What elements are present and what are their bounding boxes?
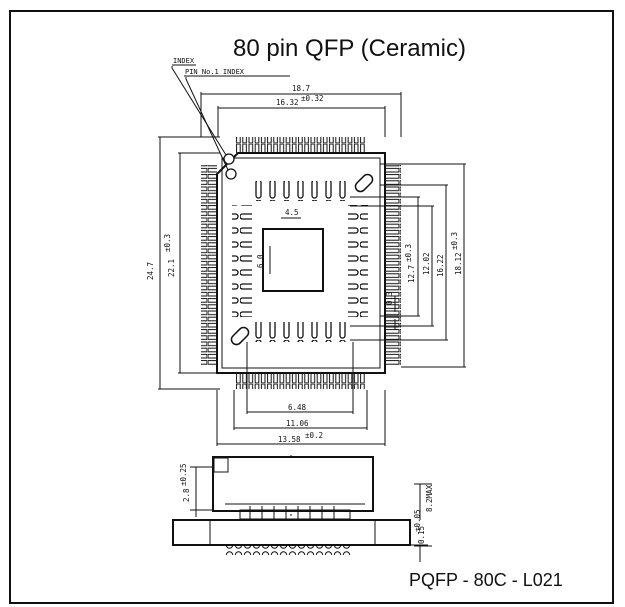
bond-fingers-bottom (255, 322, 353, 342)
corner-pad-top-right (354, 173, 374, 193)
bond-fingers-left (232, 205, 252, 317)
dim-bottom-mid: 11.06 (286, 419, 309, 428)
die-cavity (262, 228, 324, 292)
dim-right-height-tol: ±0.3 (450, 232, 459, 250)
dim-outer-height: 24.7 (146, 262, 155, 280)
index-label: INDEX (173, 57, 195, 65)
bond-fingers-top (255, 181, 353, 201)
package-inner-outline (221, 157, 381, 369)
dim-inner-row-3: 16.22 (436, 254, 445, 277)
bond-fingers-right (348, 205, 368, 317)
left-lead-row (201, 165, 217, 365)
side-lead-ticks (249, 506, 335, 519)
side-body-notch (213, 457, 229, 473)
dim-body-height: 22.1 (167, 259, 176, 277)
drawing-frame (9, 10, 614, 604)
top-lead-row (235, 137, 366, 153)
index-mark-icon (223, 153, 235, 165)
dim-lead-pitch: 0.3 (385, 291, 394, 305)
dim-body-width: 16.32 (276, 98, 299, 107)
package-top-view (201, 137, 401, 389)
package-side-view (172, 456, 411, 555)
dim-inner-row-1: 12.7 (407, 265, 416, 283)
dim-right-height: 18.12 (454, 252, 463, 275)
dim-die-height: 6.0 (256, 254, 265, 268)
dim-inner-row-2: 12.02 (422, 252, 431, 275)
side-body-base (172, 519, 411, 546)
bottom-dimension-lines (216, 342, 386, 446)
pin1-index-mark-icon (225, 168, 237, 180)
drawing-title: 80 pin QFP (Ceramic) (233, 35, 466, 62)
side-flange-left (172, 519, 211, 546)
side-flange-right (374, 519, 411, 546)
dim-body-height-tol: ±0.3 (163, 234, 172, 252)
left-dimension-lines (158, 136, 220, 390)
right-lead-row (385, 165, 401, 365)
pin1-index-label: PIN No.1 INDEX (185, 68, 245, 76)
dim-inner-row-1-tol: ±0.3 (404, 244, 413, 262)
pin1-leader-line (185, 77, 229, 171)
right-dimension-lines (350, 163, 466, 368)
dim-side-height-tol: ±0.25 (179, 463, 188, 486)
dim-standoff-tol: ±0.05 (413, 509, 422, 532)
dim-bottom-outer: 13.58 (278, 435, 301, 444)
corner-pad-bottom-left (230, 326, 250, 346)
dim-standoff: 0.15 (417, 526, 426, 544)
dim-side-height: 2.8 (182, 488, 191, 502)
package-body (216, 152, 386, 374)
package-code: PQFP - 80C - L021 (409, 570, 563, 590)
dim-bottom-inner: 6.48 (288, 403, 307, 412)
side-body-upper (212, 456, 374, 512)
dim-bottom-outer-tol: ±0.2 (305, 431, 323, 440)
side-dimension-lines (190, 466, 432, 562)
side-pin-balls (225, 545, 351, 555)
dim-die-width: 4.5 (285, 208, 299, 217)
top-dimension-lines (200, 92, 402, 137)
bottom-lead-row (235, 373, 366, 389)
dim-body-width-tol: ±0.32 (301, 94, 324, 103)
dim-max-height: 8.2MAX (425, 484, 434, 512)
dim-outer-width: 18.7 (292, 84, 310, 93)
